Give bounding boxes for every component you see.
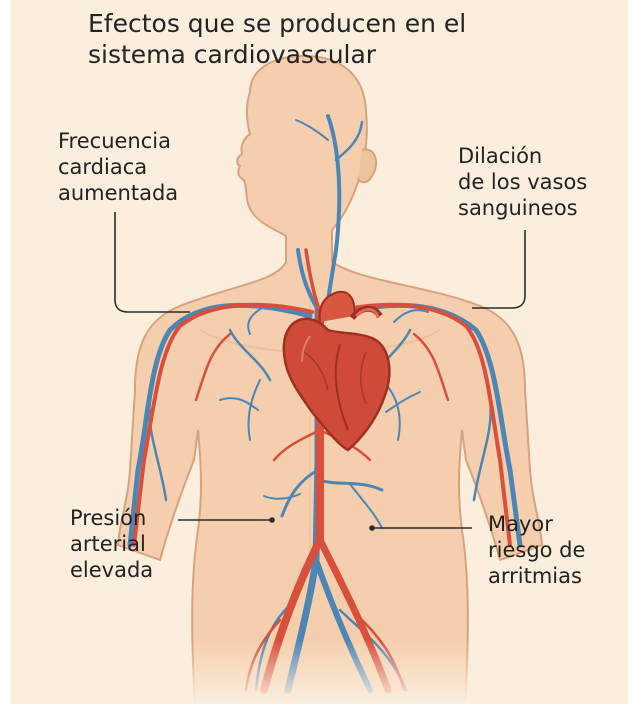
- label-arrhythmia-line-3: arritmias: [488, 563, 585, 589]
- leader-dot-arrhythmia: [370, 526, 374, 530]
- title-line-2: sistema cardiovascular: [88, 39, 608, 70]
- label-vessel-dilation: Dilación de los vasos sanguineos: [458, 143, 587, 221]
- label-vessel-dilation-line-3: sanguineos: [458, 195, 587, 221]
- label-arrhythmia-line-2: riesgo de: [488, 537, 585, 563]
- illustration-canvas: Efectos que se producen en el sistema ca…: [10, 0, 628, 704]
- leader-line-vessel-dilation: [472, 230, 525, 308]
- label-blood-pressure: Presión arterial elevada: [70, 505, 153, 583]
- label-arrhythmia: Mayor riesgo de arritmias: [488, 511, 585, 589]
- page-title: Efectos que se producen en el sistema ca…: [88, 8, 608, 70]
- label-arrhythmia-line-1: Mayor: [488, 511, 585, 537]
- label-vessel-dilation-line-1: Dilación: [458, 143, 587, 169]
- leader-dot-blood-pressure: [270, 518, 274, 522]
- bottom-fade: [10, 640, 628, 704]
- label-heart-rate-line-1: Frecuencia: [58, 128, 178, 154]
- label-vessel-dilation-line-2: de los vasos: [458, 169, 587, 195]
- title-line-1: Efectos que se producen en el: [88, 8, 608, 39]
- leader-line-heart-rate: [115, 212, 190, 312]
- label-blood-pressure-line-2: arterial: [70, 531, 153, 557]
- cardiovascular-figure: [10, 0, 628, 704]
- label-blood-pressure-line-1: Presión: [70, 505, 153, 531]
- label-heart-rate-line-2: cardiaca: [58, 154, 178, 180]
- label-heart-rate-line-3: aumentada: [58, 180, 178, 206]
- label-blood-pressure-line-3: elevada: [70, 557, 153, 583]
- label-heart-rate: Frecuencia cardiaca aumentada: [58, 128, 178, 206]
